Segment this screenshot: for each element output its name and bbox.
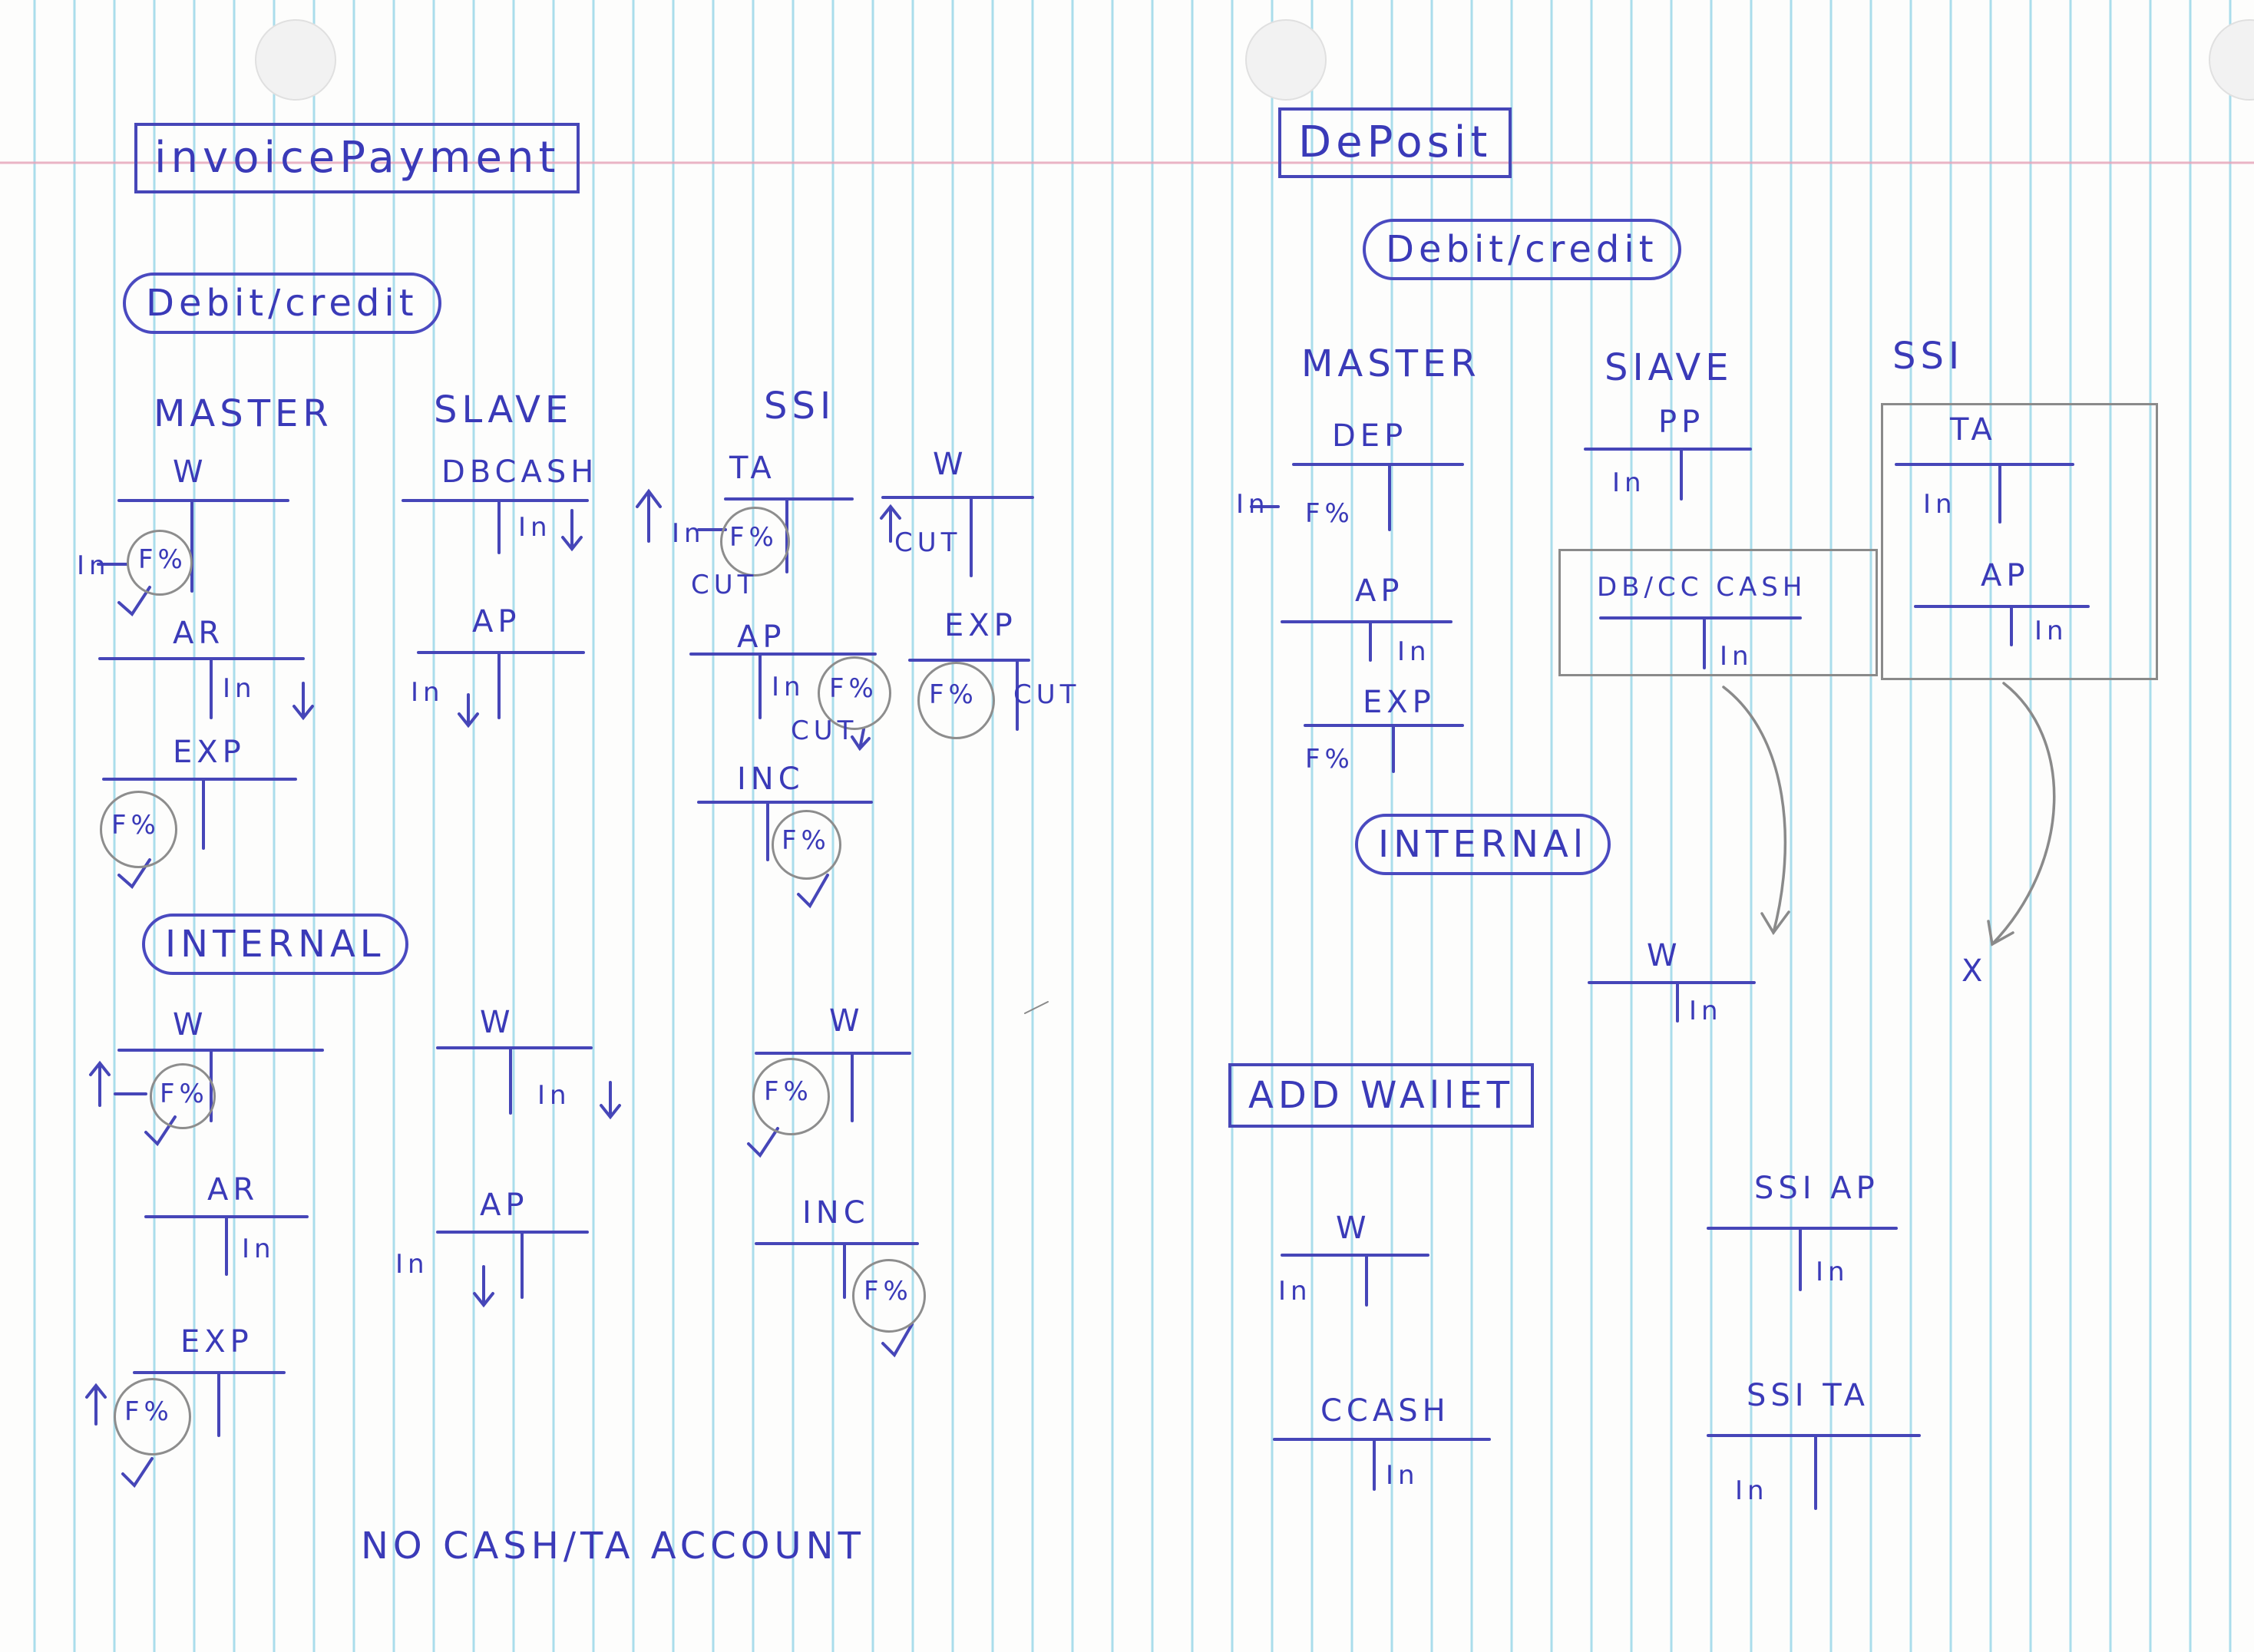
in-mark: In [1923,489,1957,520]
aw-account-cc-cash: CCASH [1320,1393,1450,1429]
ip-internal-w2: W [480,1005,515,1040]
f-percent-circle [150,1063,216,1129]
ip-account-inc: INC [737,762,805,797]
in-mark: In [77,550,111,581]
dep-internal-x: X [1962,953,1988,989]
ssi-ta-ap-box [1881,403,2158,680]
dep-ssi-header: SSI [1892,335,1965,378]
dep-slave-header: SIAVE [1605,346,1733,389]
f-percent-mark: F% [1305,744,1354,775]
f-percent-circle [100,791,177,868]
dbcc-cash-box [1558,549,1878,676]
dep-internal-w: W [1647,938,1682,973]
dep-internal-label: INTERNAl [1355,814,1611,875]
ip-internal-ar: AR [207,1172,259,1208]
dep-account-ap: AP [1355,573,1404,609]
no-cash-ta-account-note: NO CASH/TA ACCOUNT [361,1525,865,1568]
in-mark: In [223,673,256,704]
deposit-title: DePosit [1278,107,1512,178]
f-percent-circle [114,1378,191,1455]
aw-account-w: W [1336,1211,1371,1246]
in-mark: In [1236,489,1270,520]
ip-master-header: MASTER [154,392,333,435]
ip-internal-w3: W [829,1003,864,1039]
ip-account-exp: EXP [173,735,246,770]
dep-master-header: MASTER [1301,342,1481,385]
in-mark: In [1735,1475,1769,1506]
f-percent-circle [852,1259,926,1333]
in-mark: In [1397,636,1431,667]
f-percent-mark: F% [729,522,778,553]
ip-internal-label: INTERNAL [142,914,408,975]
in-mark: In [411,677,445,708]
f-percent-mark: F% [829,673,878,704]
in-mark: In [672,518,706,549]
ip-internal-exp: EXP [180,1324,253,1360]
f-percent-mark: F% [111,810,160,841]
in-mark: In [1612,468,1646,498]
in-mark: In [1278,1276,1312,1307]
f-percent-mark: F% [929,679,978,710]
ip-account-dbcash: DBCASH [441,454,599,490]
invoice-payment-title: invoicePayment [134,123,580,193]
in-mark: In [1689,996,1723,1026]
in-mark: In [2034,616,2068,646]
ip-account-ta: TA [729,451,776,486]
aw-account-ssi-ta: SSI TA [1747,1378,1869,1413]
f-percent-mark: F% [1305,498,1354,529]
f-percent-circle [127,530,193,596]
dep-account-ta: TA [1950,412,1997,448]
in-mark: In [772,672,805,702]
ip-account-w: W [173,454,208,490]
in-mark: In [518,512,552,543]
aw-account-ssi-ap: SSI AP [1754,1171,1879,1206]
dep-account-ap-ssi: AP [1981,558,2030,593]
add-wallet-title: ADD WAllET [1228,1063,1535,1128]
deposit-debit-credit: Debit/credit [1363,219,1681,280]
ip-account-w-ssi: W [933,447,968,482]
cut-mark: CUT [1013,679,1081,710]
dep-account-dbcc-cash: DB/CC CASH [1597,572,1807,603]
cut-mark: CUT [691,570,758,600]
f-percent-circle [917,662,995,739]
f-percent-mark: F% [138,544,187,575]
f-percent-mark: F% [864,1276,913,1307]
ip-account-ap: AP [472,604,521,639]
f-percent-mark: F% [160,1079,209,1109]
ip-account-exp-ssi: EXP [944,608,1017,643]
in-mark: In [395,1249,429,1280]
cut-mark: CUT [791,715,858,746]
ip-ssi-header: SSI [764,385,836,428]
f-percent-circle [752,1058,830,1135]
in-mark: In [242,1234,276,1264]
ip-account-ar: AR [173,616,225,651]
in-mark: In [1386,1460,1419,1491]
invoice-payment-debit-credit: Debit/credit [123,273,441,334]
f-percent-circle [772,810,841,880]
ip-internal-inc: INC [802,1195,870,1231]
in-mark: In [537,1080,571,1111]
f-percent-mark: F% [124,1396,174,1427]
f-percent-circle [720,507,790,577]
f-percent-mark: F% [782,825,831,856]
f-percent-mark: F% [764,1076,813,1107]
ip-internal-ap: AP [480,1188,529,1223]
cut-mark: CUT [894,527,962,558]
dep-account-exp: EXP [1363,685,1436,720]
ip-slave-header: SLAVE [434,388,573,431]
dep-account-dep: DEP [1332,418,1408,454]
ip-account-ap-ssi: AP [737,620,786,655]
f-percent-circle [818,656,891,730]
dep-account-pp: PP [1658,405,1705,440]
ip-internal-w1: W [173,1007,208,1042]
in-mark: In [1816,1257,1849,1287]
in-mark: In [1720,641,1753,672]
